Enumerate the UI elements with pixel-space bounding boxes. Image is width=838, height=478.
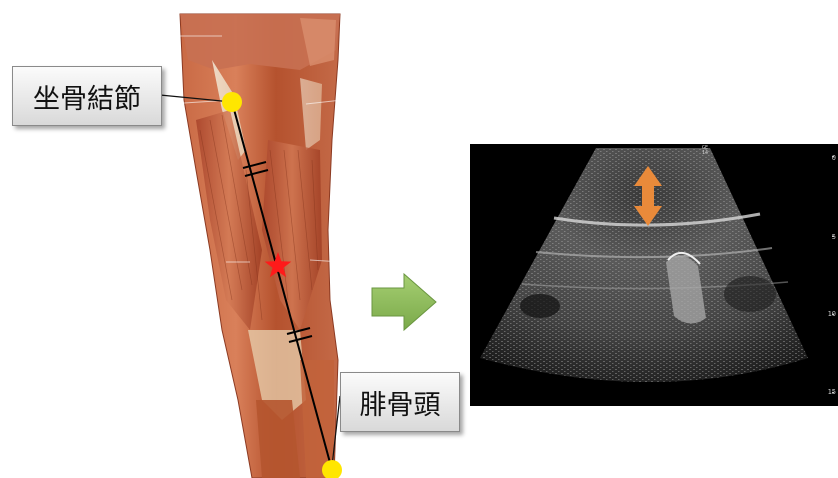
- ischial-tuberosity-label: 坐骨結節: [12, 66, 162, 126]
- fibular-head-label: 腓骨頭: [340, 372, 460, 432]
- ischial-to-fibular-line: [232, 102, 332, 470]
- depth-scale-15: 15: [828, 388, 836, 396]
- probe-label: GE 14: [702, 146, 708, 156]
- ischial-tuberosity-dot: [222, 92, 242, 112]
- fibular-leader-line: [332, 396, 340, 466]
- ultrasound-scan: [470, 144, 838, 406]
- fibular-head-dot: [322, 460, 342, 478]
- depth-scale-0: 0: [832, 154, 836, 162]
- green-right-arrow-icon: [370, 272, 440, 332]
- depth-scale-5: 5: [832, 233, 836, 241]
- upper-tick-marks: [243, 162, 268, 176]
- ischial-leader-line: [160, 95, 232, 102]
- depth-scale-10: 10: [828, 310, 836, 318]
- lower-tick-marks: [287, 328, 312, 342]
- ultrasound-image: GE 14 0 5 10 15: [470, 144, 838, 406]
